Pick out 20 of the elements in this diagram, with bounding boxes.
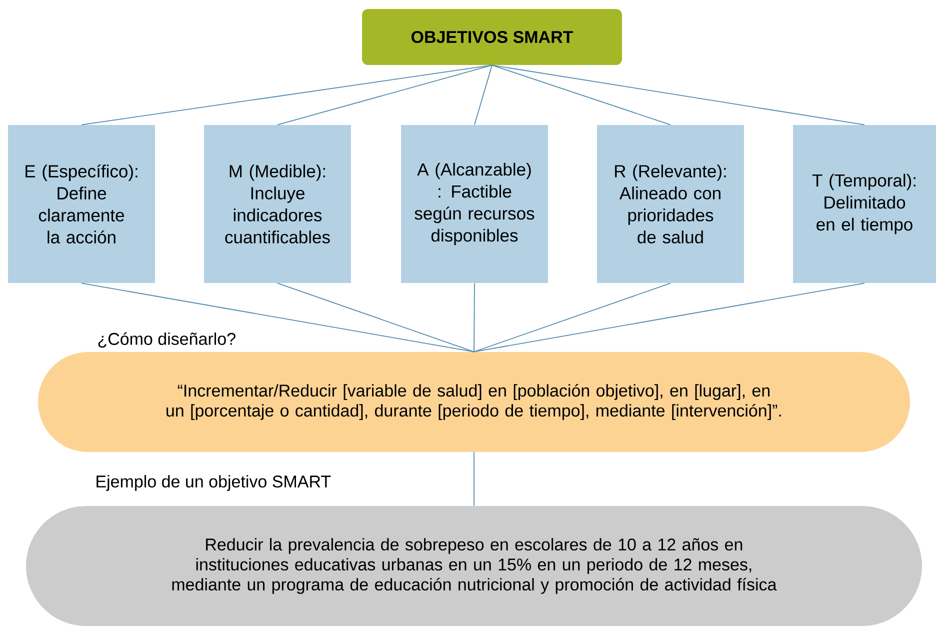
criterion-box: A (Alcanzable) : Factible según recursos disponibles: [401, 125, 548, 283]
connector-line: [81, 282, 474, 352]
connector-line: [474, 282, 865, 352]
connector-line: [492, 64, 865, 126]
criterion-box: M (Medible): Incluye indicadores cuantificables: [204, 125, 351, 283]
title-box: OBJETIVOS SMART: [362, 8, 622, 65]
criterion-box: E (Específico): Define claramente la acción: [8, 125, 155, 283]
formula-pill: “Incrementar/Reducir [variable de salud] en [población objetivo], en [lugar], en un [porcentaje o cantidad], durante [periodo de tiempo], mediante [intervención]”.: [38, 352, 910, 452]
connector-line: [277, 64, 492, 126]
criterion-box: R (Relevante): Alineado con prioridades de salud: [597, 125, 744, 283]
criterion-box: T (Temporal): Delimitado en el tiempo: [793, 125, 936, 283]
connector-line: [81, 64, 492, 126]
connector-line: [474, 282, 475, 352]
example-pill: Reducir la prevalencia de sobrepeso en escolares de 10 a 12 años en instituciones educativas urbanas en un 15% en un periodo de 12 meses, mediante un programa de educación nutricional y promoción de actividad física: [26, 506, 922, 626]
connector-line: [474, 282, 671, 352]
section-label: Ejemplo de un objetivo SMART: [96, 475, 331, 491]
connector-line: [277, 282, 474, 352]
section-label: ¿Cómo diseñarlo?: [98, 332, 236, 348]
connector-line: [492, 64, 671, 126]
connector-line: [474, 64, 492, 126]
